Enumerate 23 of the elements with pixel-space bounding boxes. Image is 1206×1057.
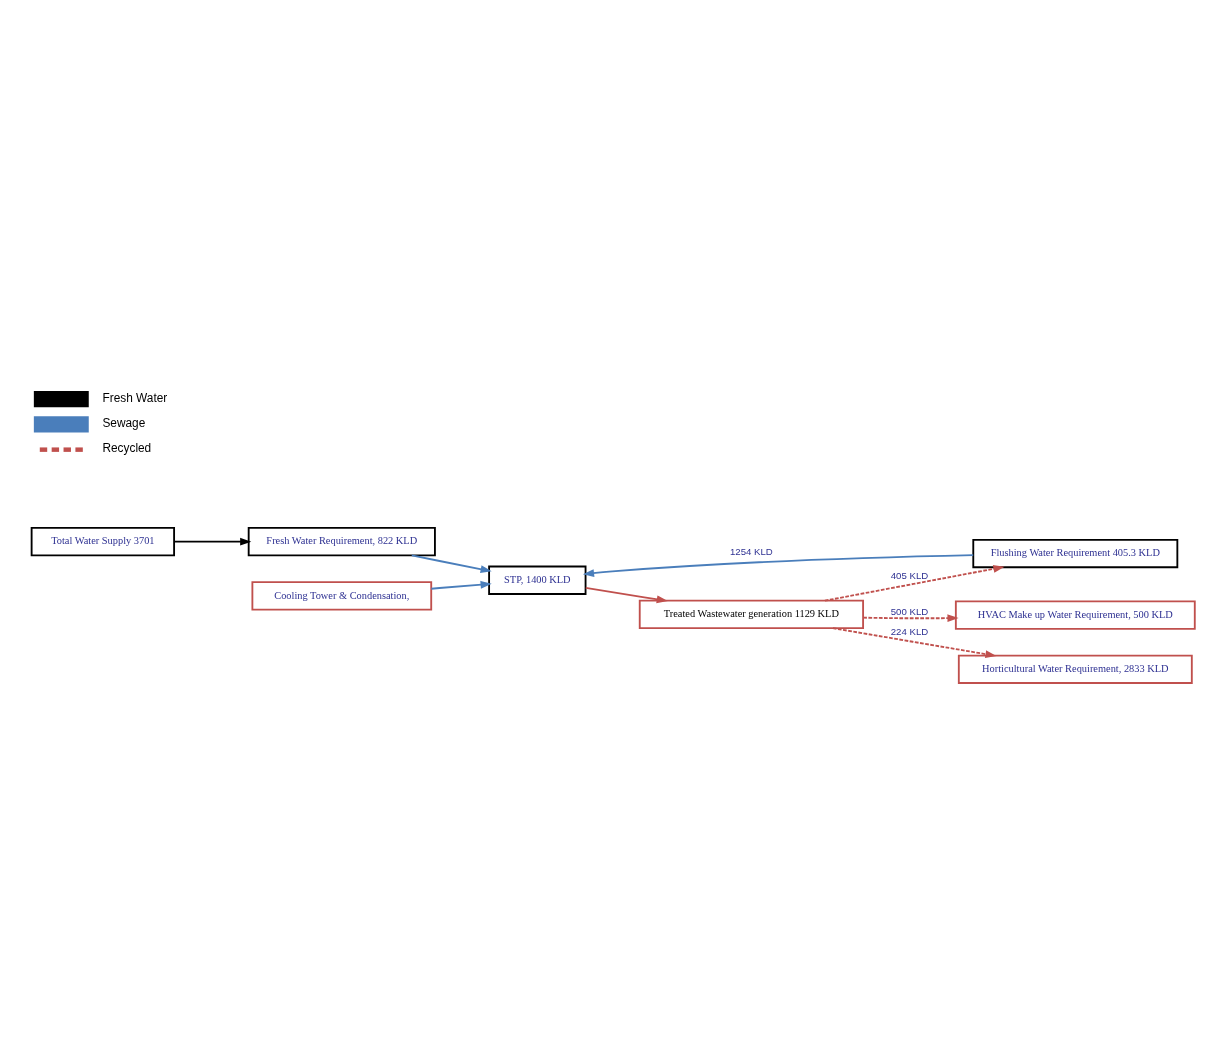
arrow — [430, 580, 492, 590]
edge-label: 405 KLD — [890, 570, 929, 582]
node-box: Horticultural Water Requirement, 2833 KLD — [957, 654, 1193, 684]
node-box: STP, 1400 KLD — [488, 565, 587, 595]
legend-label: Recycled — [102, 441, 152, 456]
edge-label: 500 KLD — [890, 606, 929, 618]
arrow — [173, 537, 252, 546]
legend-label: Fresh Water — [102, 391, 168, 406]
arrow — [584, 587, 668, 604]
node-box: Flushing Water Requirement 405.3 KLD — [972, 538, 1179, 569]
node-box: Total Water Supply 3701 — [30, 527, 176, 557]
node-box: Cooling Tower & Condensation, — [251, 581, 433, 611]
arrow — [582, 554, 975, 577]
node-box: Fresh Water Requirement, 822 KLD — [247, 527, 436, 557]
arrow — [824, 565, 1005, 602]
node-box: HVAC Make up Water Requirement, 500 KLD — [954, 600, 1196, 630]
node-box: Treated Wastewater generation 1129 KLD — [638, 599, 864, 630]
arrow — [862, 614, 959, 623]
legend-label: Sewage — [102, 416, 146, 431]
edge-label: 224 KLD — [890, 626, 929, 638]
arrow — [410, 554, 492, 573]
edge-label: 1254 KLD — [730, 546, 773, 558]
arrow — [831, 627, 997, 658]
